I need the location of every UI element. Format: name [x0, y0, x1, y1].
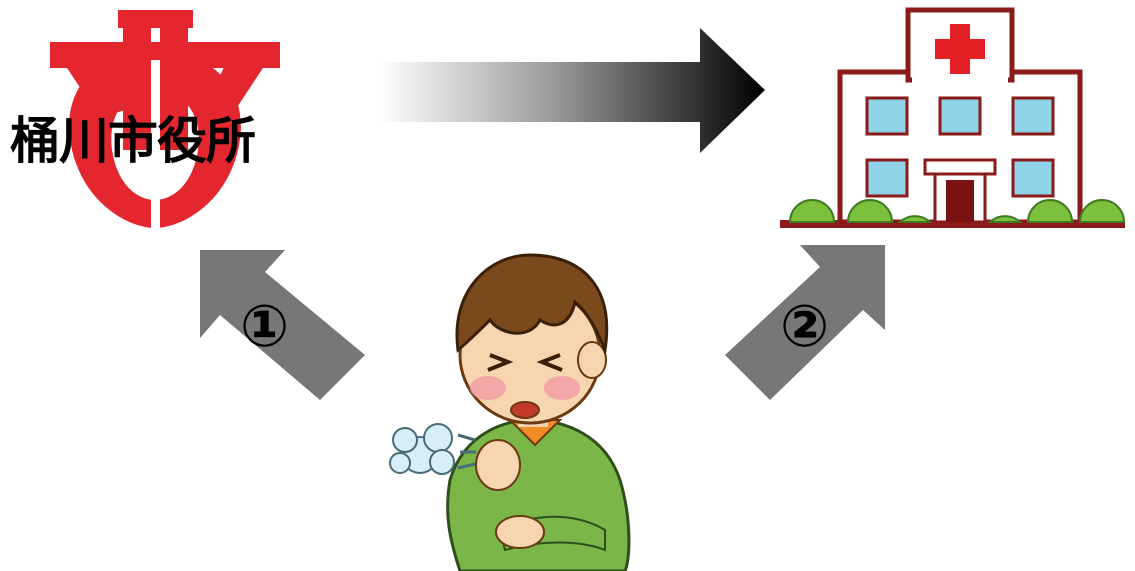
- city-office-name: 桶川市役所: [10, 112, 255, 170]
- step-2-number: ②: [780, 296, 829, 356]
- cough-breath-icon: [390, 424, 454, 474]
- step-1-number: ①: [240, 296, 289, 356]
- city-office: 桶川市役所: [0, 0, 310, 235]
- coughing-person-icon: [380, 230, 660, 571]
- hospital-icon: [770, 0, 1135, 235]
- flow-arrow-right: [380, 28, 770, 158]
